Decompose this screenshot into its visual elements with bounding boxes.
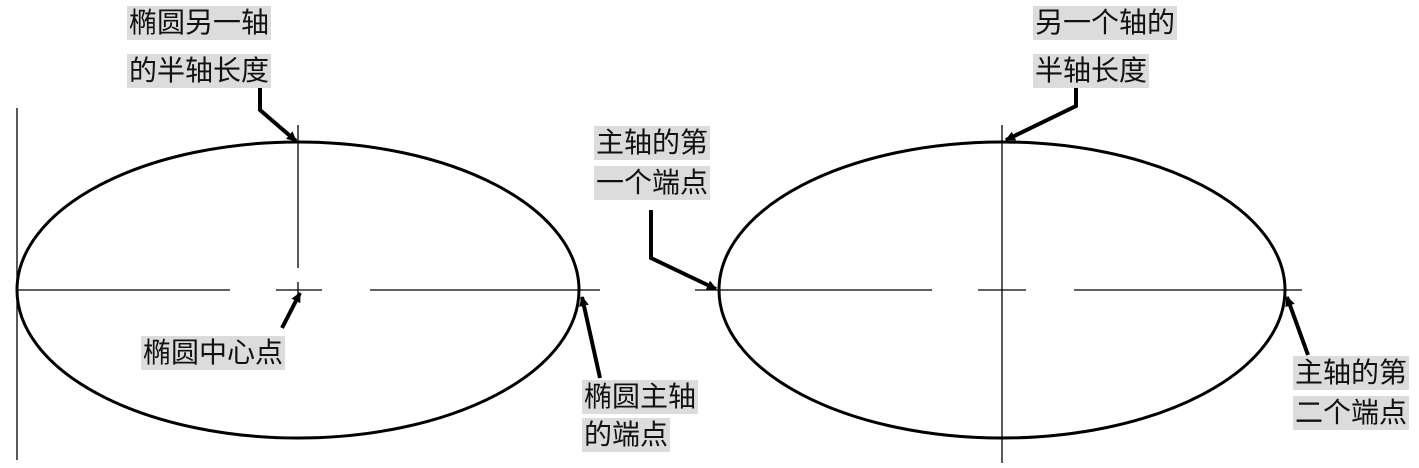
left-semi-axis-label: 椭圆另一轴 的半轴长度 xyxy=(127,6,272,88)
left-semi-axis-label-line-2: 的半轴长度 xyxy=(127,54,272,88)
right-second-endpoint-label-line-1: 主轴的第 xyxy=(1293,356,1410,390)
left-center-leader xyxy=(280,292,302,329)
left-endpoint-label: 椭圆主轴 的端点 xyxy=(582,380,699,452)
left-center-label: 椭圆中心点 xyxy=(141,336,286,370)
right-second-endpoint-label: 主轴的第 二个端点 xyxy=(1293,356,1410,430)
right-semi-axis-label: 另一个轴的 半轴长度 xyxy=(1033,6,1178,88)
left-endpoint-leader xyxy=(579,296,602,379)
right-semi-axis-label-line-2: 半轴长度 xyxy=(1033,54,1150,88)
right-first-endpoint-label-line-2: 一个端点 xyxy=(594,166,711,200)
left-endpoint-label-line-2: 的端点 xyxy=(582,418,671,452)
left-endpoint-label-line-1: 椭圆主轴 xyxy=(582,380,699,414)
right-first-endpoint-label: 主轴的第 一个端点 xyxy=(594,126,711,200)
right-first-endpoint-label-line-1: 主轴的第 xyxy=(594,126,711,160)
right-semi-axis-label-line-1: 另一个轴的 xyxy=(1033,6,1178,40)
left-center-label-line-1: 椭圆中心点 xyxy=(141,336,286,370)
right-first-endpoint-leader xyxy=(649,210,717,291)
left-figure xyxy=(15,88,602,460)
left-semi-axis-label-line-1: 椭圆另一轴 xyxy=(127,6,272,40)
right-figure xyxy=(649,88,1310,466)
right-second-endpoint-label-line-2: 二个端点 xyxy=(1293,396,1410,430)
left-semi-axis-leader xyxy=(258,88,298,143)
right-second-endpoint-leader xyxy=(1285,296,1310,356)
right-semi-axis-leader xyxy=(1005,88,1078,142)
